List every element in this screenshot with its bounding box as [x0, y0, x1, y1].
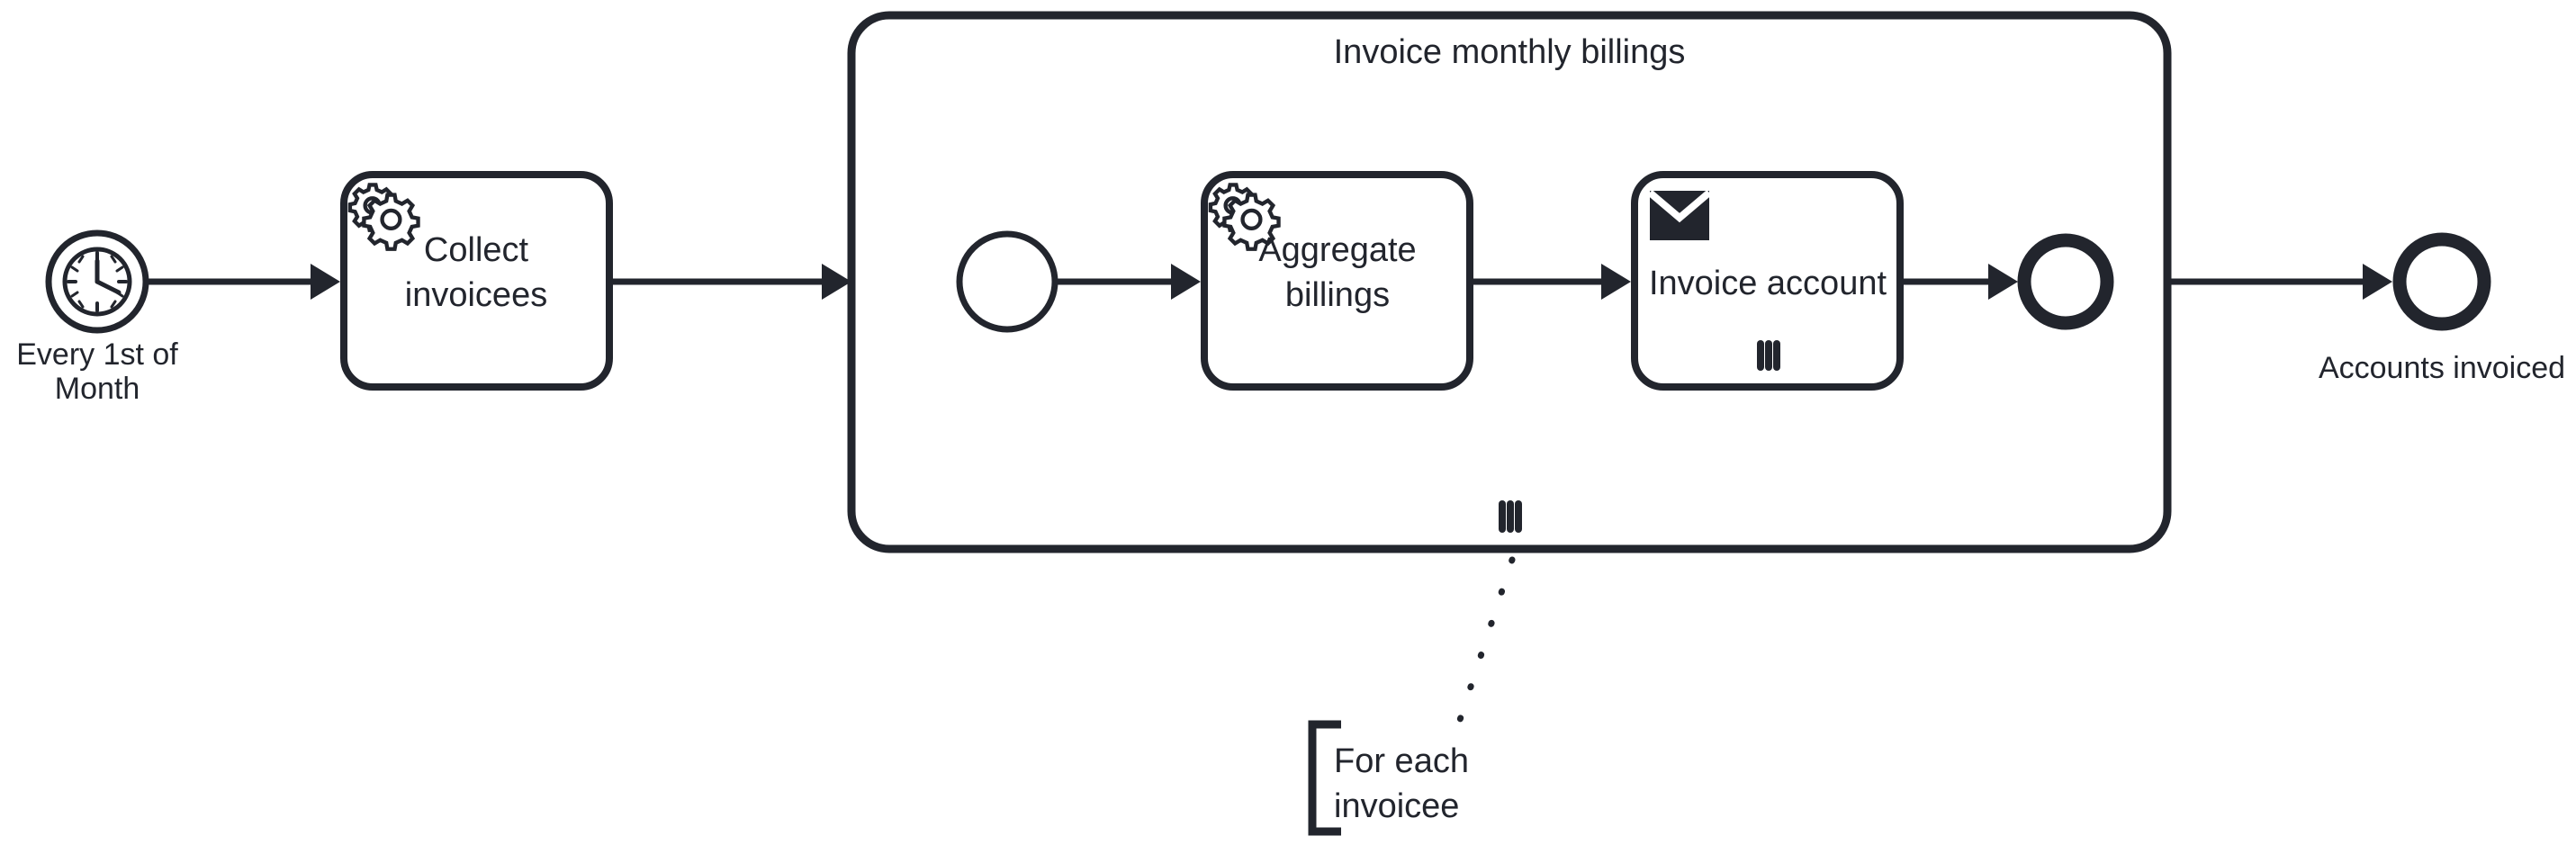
mi-bar-3	[1515, 500, 1522, 533]
task-aggregate-billings[interactable]: Aggregate billings	[1201, 171, 1473, 391]
association-dotted-line	[1456, 556, 1516, 724]
start-event-label-line1: Every 1st of	[16, 337, 178, 372]
end-event-label: Accounts invoiced	[2319, 351, 2565, 385]
inner-end-event[interactable]	[2017, 233, 2114, 330]
task-collect-invoicees-label-line1: Collect	[424, 231, 529, 269]
task-invoice-account-label: Invoice account	[1649, 265, 1887, 302]
task-aggregate-billings-label-line1: Aggregate	[1258, 231, 1416, 269]
inner-end-event-circle[interactable]	[2017, 233, 2114, 330]
mi-bar-2	[1765, 340, 1772, 371]
text-annotation-for-each-invoicee[interactable]: For each invoicee	[1308, 720, 1469, 836]
flow-arrowhead	[311, 264, 340, 300]
gear-icon	[347, 183, 420, 251]
start-event-label-line2: Month	[55, 372, 140, 406]
clock-tick-10	[70, 265, 79, 273]
subprocess-multi-instance-parallel-marker	[1499, 500, 1522, 533]
clock-hand-minute	[95, 279, 122, 295]
timer-start-event[interactable]: Every 1st of Month	[16, 229, 178, 406]
envelope-flap	[1647, 189, 1712, 223]
end-event-accounts-invoiced[interactable]: Accounts invoiced	[2319, 232, 2565, 385]
gear-front-hub	[1240, 208, 1263, 230]
clock-face	[62, 247, 132, 317]
clock-tick-11	[77, 255, 85, 264]
flow-arrowhead	[822, 264, 851, 300]
annotation-bracket	[1308, 720, 1341, 836]
gear-icon	[1208, 183, 1281, 251]
clock-tick-7	[77, 300, 85, 309]
mi-bar-2	[1507, 500, 1514, 533]
flow-arrowhead	[1601, 264, 1631, 300]
association-subprocess-to-annotation[interactable]	[1456, 556, 1516, 724]
inner-start-event-circle[interactable]	[956, 230, 1058, 333]
task-collect-invoicees[interactable]: Collect invoicees	[340, 171, 613, 391]
flow-arrowhead	[1988, 264, 2018, 300]
clock-tick-2	[115, 265, 124, 273]
mi-bar-1	[1499, 500, 1506, 533]
annotation-label-line1: For each	[1334, 742, 1469, 780]
sequence-flow-aggregate-to-invoice[interactable]	[1470, 264, 1631, 300]
inner-start-event[interactable]	[956, 230, 1058, 333]
sequence-flow-invoice-to-innerend[interactable]	[1900, 264, 2018, 300]
sequence-flow-collect-to-subprocess[interactable]	[609, 264, 851, 300]
sequence-flow-start-to-collect[interactable]	[148, 264, 340, 300]
envelope-icon	[1647, 189, 1712, 240]
clock-tick-5	[110, 300, 117, 309]
clock-tick-1	[110, 255, 117, 264]
sequence-flow-innerstart-to-aggregate[interactable]	[1056, 264, 1201, 300]
sequence-flow-subprocess-to-end[interactable]	[2167, 264, 2392, 300]
mi-bar-1	[1757, 340, 1764, 371]
end-event-circle[interactable]	[2392, 232, 2491, 331]
gear-front-hub	[380, 208, 402, 230]
task-invoice-account[interactable]: Invoice account	[1631, 171, 1904, 391]
clock-icon	[62, 247, 132, 317]
mi-bar-3	[1773, 340, 1780, 371]
subprocess-title: Invoice monthly billings	[1334, 33, 1686, 71]
flow-arrowhead	[2363, 264, 2392, 300]
flow-arrowhead	[1171, 264, 1201, 300]
annotation-label-line2: invoicee	[1334, 787, 1459, 825]
clock-tick-8	[70, 291, 79, 298]
task-aggregate-billings-label-line2: billings	[1285, 276, 1390, 314]
task-multi-instance-parallel-marker	[1757, 340, 1780, 371]
task-collect-invoicees-label-line2: invoicees	[405, 276, 547, 314]
